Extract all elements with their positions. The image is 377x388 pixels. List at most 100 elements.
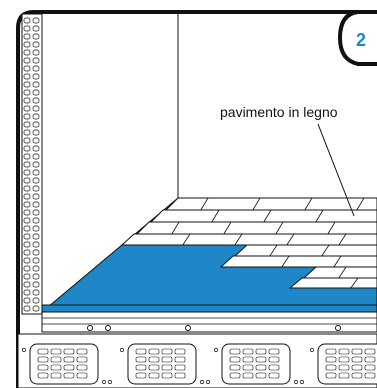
vent-dot: [22, 348, 26, 352]
vent-slot: [161, 356, 173, 363]
rail-slot: [32, 305, 40, 312]
vent-slot: [242, 364, 254, 371]
rail-slot: [32, 97, 40, 104]
callout-label: pavimento in legno: [220, 104, 338, 120]
rail-slot: [32, 73, 40, 80]
vent-slot: [148, 372, 160, 379]
rail-slot: [32, 153, 40, 160]
rail-slot: [23, 25, 31, 32]
board-joint: [200, 197, 209, 211]
rail-slot: [23, 121, 31, 128]
rail-slot: [23, 145, 31, 152]
vent-slot: [148, 348, 160, 355]
rail-slot: [32, 265, 40, 272]
vent-dot: [206, 380, 210, 384]
vent-slot: [325, 356, 337, 363]
rail-slot: [32, 25, 40, 32]
step-badge: 2: [337, 10, 377, 66]
board-joint: [304, 197, 313, 211]
rail-slot: [32, 49, 40, 56]
vent-slot: [63, 356, 75, 363]
vent-slot: [338, 372, 350, 379]
rail-slot: [32, 201, 40, 208]
rail-slot: [23, 257, 31, 264]
rail-slot: [23, 209, 31, 216]
vent-slot: [37, 348, 49, 355]
slab-edge: [41, 311, 377, 333]
vent-slot: [50, 372, 62, 379]
vent-slot: [148, 364, 160, 371]
floor-board-row: [149, 209, 377, 223]
vent-slot: [37, 372, 49, 379]
vent-slot: [135, 364, 147, 371]
vent-slot: [242, 356, 254, 363]
rail-slot: [23, 57, 31, 64]
vent-slot: [174, 348, 186, 355]
vent-slot: [351, 356, 363, 363]
vent-slot: [268, 348, 280, 355]
vent-slot: [325, 372, 337, 379]
wood-floor-boards: [120, 197, 377, 289]
rail-slot: [32, 17, 40, 24]
vent-slot: [174, 356, 186, 363]
vent-slot: [364, 348, 376, 355]
vent-dot: [120, 348, 124, 352]
board-joint: [356, 197, 365, 211]
vent-slot: [161, 348, 173, 355]
vent-slot: [268, 372, 280, 379]
rail-slot: [23, 249, 31, 256]
board-joint: [263, 209, 272, 223]
rail-slot: [32, 177, 40, 184]
vent-dot: [300, 380, 304, 384]
vent-slot: [325, 364, 337, 371]
vent-slot: [63, 372, 75, 379]
vent-dot: [310, 348, 314, 352]
vent-slot: [135, 356, 147, 363]
box-vent-icon: [17, 333, 377, 388]
board-joint: [286, 233, 295, 246]
floor-board-row: [120, 233, 377, 246]
underlay-layer-front: [41, 304, 377, 313]
board-joint: [315, 209, 324, 223]
rail-slot: [23, 201, 31, 208]
pipe-hole-icon: [87, 325, 341, 331]
callout-leader: [317, 123, 355, 217]
vent-slot: [76, 356, 88, 363]
rail-slot: [32, 81, 40, 88]
rail-slot: [23, 233, 31, 240]
vent-slot: [76, 372, 88, 379]
rail-slot: [23, 153, 31, 160]
vent-slot: [174, 364, 186, 371]
vent-slot: [338, 364, 350, 371]
rail-slot: [23, 33, 31, 40]
vent-slot: [174, 372, 186, 379]
rail-slot: [23, 193, 31, 200]
rail-slot: [23, 81, 31, 88]
vent-slot: [229, 372, 241, 379]
floor-board-row: [219, 255, 377, 268]
rail-slot: [23, 273, 31, 280]
vent-slot: [242, 372, 254, 379]
rail-slot: [23, 169, 31, 176]
rail-slot: [32, 225, 40, 232]
vent-slot: [229, 356, 241, 363]
rail-slot: [23, 89, 31, 96]
vent-slot: [50, 364, 62, 371]
vent-dot: [294, 380, 298, 384]
vent-slot: [63, 348, 75, 355]
board-joint: [234, 233, 243, 246]
board-joint: [182, 233, 191, 246]
board-joint: [252, 197, 261, 211]
vent-slot: [50, 348, 62, 355]
floor-board-row: [233, 244, 377, 257]
rail-slot: [32, 289, 40, 296]
rail-slot: [23, 65, 31, 72]
rail-slot: [23, 281, 31, 288]
rail-slot: [32, 89, 40, 96]
floor-board-row: [164, 197, 377, 211]
board-joint: [171, 221, 180, 235]
vent-slot: [268, 356, 280, 363]
callout: pavimento in legno: [220, 104, 355, 217]
rail-slot: [32, 145, 40, 152]
